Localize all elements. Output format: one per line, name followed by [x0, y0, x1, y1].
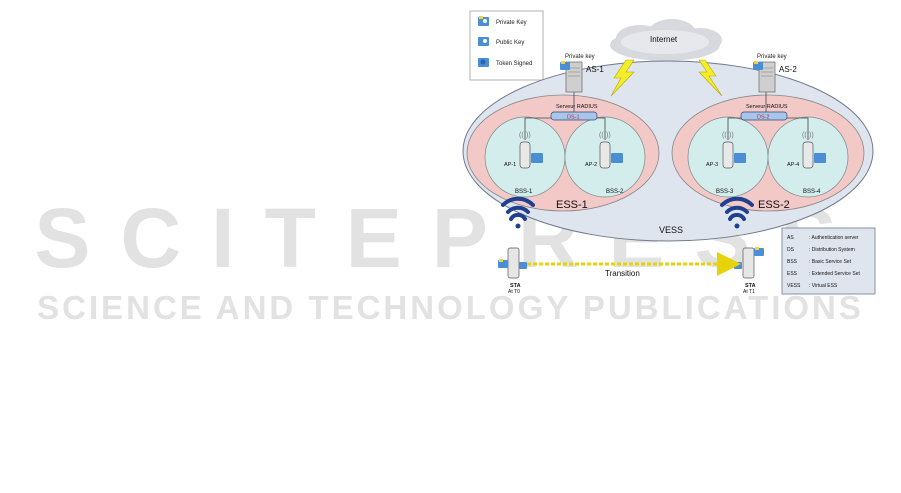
ap-1-label: AP-1: [504, 162, 516, 168]
station-t1-time: At T1: [743, 289, 755, 295]
radius-2-label: Serveur RADIUS: [746, 104, 788, 110]
abbr-as-meaning: : Authentication server: [809, 235, 859, 241]
bss-3-label: BSS-3: [716, 189, 734, 195]
transition-label: Transition: [605, 269, 640, 278]
ess-1-label: ESS-1: [556, 199, 588, 211]
abbr-ess: ESS: [787, 271, 798, 277]
wifi-signal-right-icon: [720, 196, 754, 229]
legend-label-token-signed: Token Signed: [496, 61, 532, 67]
access-point-4-icon: ((·)): [802, 132, 826, 169]
wireless-link-as1-icon: [610, 59, 635, 97]
private-key-icon: [478, 16, 489, 26]
abbreviation-legend: AS : Authentication server DS : Distribu…: [781, 227, 876, 295]
abbr-vess: VESS: [787, 283, 801, 289]
internet-cloud: [610, 19, 722, 61]
access-point-3-icon: ((·)): [722, 132, 746, 169]
abbr-ess-meaning: : Extended Service Set: [809, 271, 860, 277]
station-t0-time: At T0: [508, 289, 520, 295]
ap-2-label: AP-2: [585, 162, 597, 168]
server-as2-icon: [753, 61, 776, 93]
as1-label: AS-1: [586, 65, 604, 74]
as1-private-key-label: Private key: [565, 54, 595, 60]
vess-label: VESS: [659, 225, 683, 235]
legend-label-public-key: Public Key: [496, 40, 524, 46]
internet-label: Internet: [650, 35, 678, 44]
ds-1-bar: [550, 111, 598, 121]
ap-4-label: AP-4: [787, 162, 799, 168]
wifi-signal-left-icon: [501, 196, 535, 229]
svg-text:((·)): ((·)): [722, 132, 734, 139]
public-key-icon: [478, 37, 489, 46]
svg-text:((·)): ((·)): [519, 132, 531, 139]
bss-2-label: BSS-2: [606, 189, 624, 195]
svg-text:((·)): ((·)): [802, 132, 814, 139]
wireless-link-as2-icon: [698, 59, 723, 97]
ds-2-bar: [740, 111, 788, 121]
station-t0-name: STA: [510, 283, 521, 289]
as2-private-key-label: Private key: [757, 54, 787, 60]
ap-3-label: AP-3: [706, 162, 718, 168]
bss-4-label: BSS-4: [803, 189, 821, 195]
abbr-bss-meaning: : Basic Service Set: [809, 259, 852, 265]
key-legend: Private Key Public Key Token Signed: [469, 10, 544, 81]
station-t1-name: STA: [745, 283, 756, 289]
server-as1-icon: [560, 61, 583, 93]
ds-2-label: DS-2: [757, 115, 770, 121]
abbr-as: AS: [787, 235, 794, 241]
access-point-2-icon: ((·)): [599, 132, 623, 169]
abbr-ds-meaning: : Distribution System: [809, 247, 855, 253]
abbr-ds: DS: [787, 247, 795, 253]
bss-1-label: BSS-1: [515, 189, 533, 195]
abbr-vess-meaning: : Virtual ESS: [809, 283, 838, 289]
station-t0-icon: [498, 247, 527, 279]
token-signed-icon: [478, 58, 489, 67]
abbr-bss: BSS: [787, 259, 798, 265]
station-t1-icon: [734, 247, 764, 279]
svg-text:((·)): ((·)): [599, 132, 611, 139]
as2-label: AS-2: [779, 65, 797, 74]
ess-2-label: ESS-2: [758, 199, 790, 211]
radius-1-label: Serveur RADIUS: [556, 104, 598, 110]
legend-label-private-key: Private Key: [496, 20, 527, 26]
ds-1-label: DS-1: [567, 115, 580, 121]
access-point-1-icon: ((·)): [519, 132, 543, 169]
